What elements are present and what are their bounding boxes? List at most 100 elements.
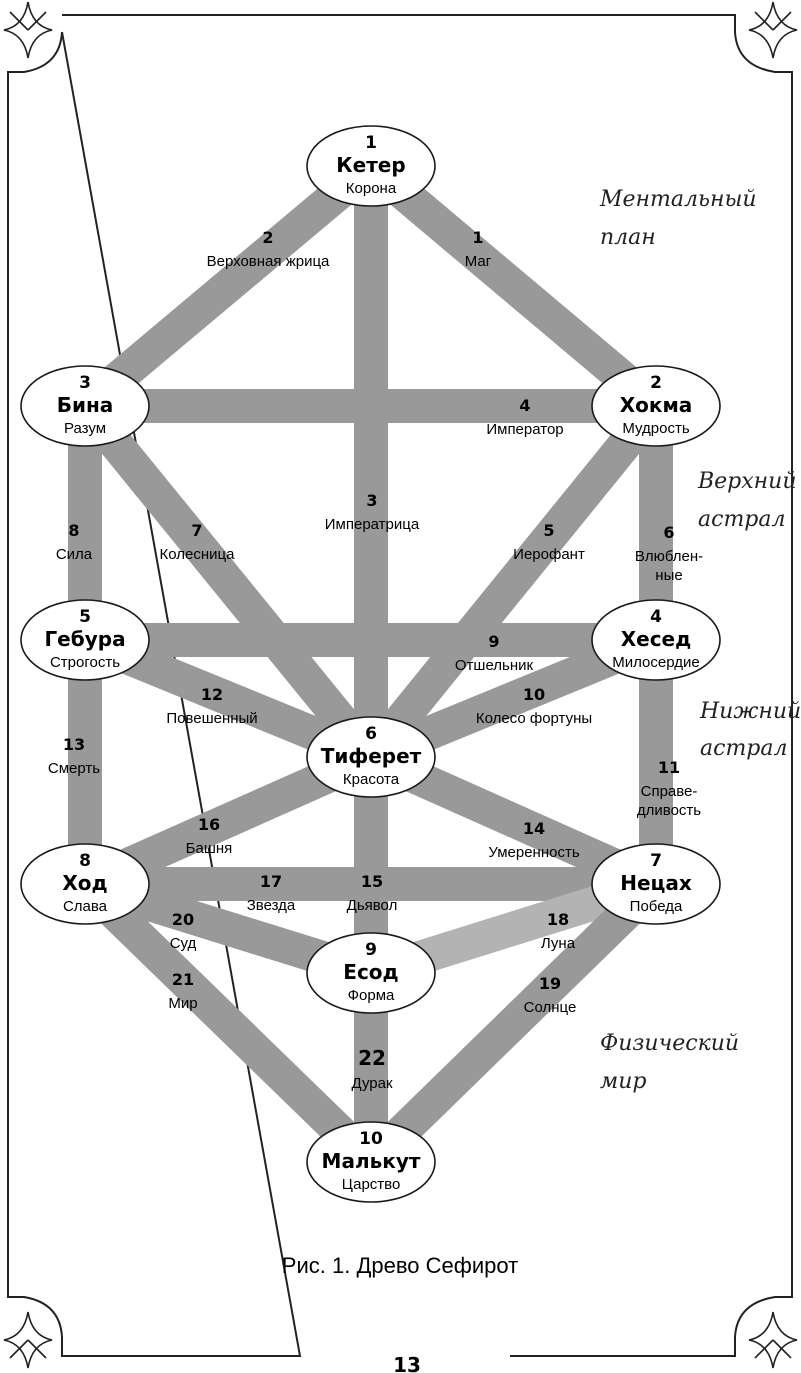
- sephira-name: Хокма: [620, 393, 693, 417]
- path-band-5: [357, 395, 670, 768]
- sephira-ellipse: [306, 125, 436, 207]
- tarot-arcana-name-cont: ные: [655, 567, 682, 584]
- sephira-meaning: Форма: [348, 987, 395, 1004]
- path-number: 5: [543, 521, 554, 540]
- path-band-1: [360, 152, 667, 420]
- path-number: 19: [539, 974, 561, 993]
- plane-physical-line2: мир: [600, 1069, 647, 1094]
- sephira-meaning: Строгость: [50, 654, 120, 671]
- sephira-ellipse: [20, 599, 150, 681]
- sephira-number: 8: [79, 851, 91, 871]
- sephira-meaning: Разум: [64, 420, 106, 437]
- sephira-number: 3: [79, 373, 91, 393]
- sephira-name: Есод: [343, 960, 398, 984]
- path-number: 21: [172, 970, 194, 989]
- path-number: 6: [663, 523, 674, 542]
- plane-physical-line1: Физический: [600, 1031, 739, 1056]
- tarot-arcana-name: Влюблен-: [635, 548, 703, 565]
- tarot-arcana-name: Звезда: [247, 897, 296, 914]
- page-frame: [7, 14, 793, 1357]
- sephira-meaning: Царство: [342, 1176, 401, 1193]
- path-number: 22: [358, 1046, 386, 1070]
- sephira-number: 1: [365, 133, 377, 153]
- path-number: 13: [63, 735, 85, 754]
- plane-lower-astral-line1: Нижний: [699, 699, 801, 724]
- sephira-name: Гебура: [44, 627, 125, 651]
- path-number: 8: [68, 521, 79, 540]
- figure-caption: Рис. 1. Древо Сефирот: [282, 1253, 518, 1278]
- path-number: 16: [198, 815, 220, 834]
- corner-ornament: [3, 1311, 53, 1369]
- path-number: 10: [523, 685, 545, 704]
- sephira-name: Хесед: [621, 627, 692, 651]
- path-number: 20: [172, 910, 194, 929]
- sephira-meaning: Победа: [630, 898, 683, 915]
- tarot-arcana-name: Смерть: [48, 760, 100, 777]
- tarot-arcana-name: Суд: [170, 935, 197, 952]
- plane-mental-line1: Ментальный: [599, 187, 757, 212]
- path-number: 4: [519, 396, 530, 415]
- sephira-meaning: Красота: [343, 771, 400, 788]
- sephira-ellipse: [591, 843, 721, 925]
- sephira-number: 7: [650, 851, 662, 871]
- sephira-name: Бина: [57, 393, 114, 417]
- tarot-arcana-name: Колесница: [160, 546, 236, 563]
- sephira-name: Ход: [62, 871, 107, 895]
- path-number: 3: [366, 491, 377, 510]
- corner-ornament: [3, 1, 53, 59]
- path-band-2: [74, 152, 382, 420]
- path-number: 2: [262, 228, 273, 247]
- tarot-arcana-name: Сила: [56, 546, 93, 563]
- sephira-name: Нецах: [620, 871, 692, 895]
- tarot-arcana-name: Луна: [541, 935, 576, 952]
- plane-lower-astral-line2: астрал: [700, 736, 788, 761]
- sephira-ellipse: [591, 599, 721, 681]
- tarot-arcana-name: Император: [486, 421, 563, 438]
- sephira-ellipse: [306, 932, 436, 1014]
- tarot-arcana-name: Иерофант: [513, 546, 585, 563]
- sephira-number: 9: [365, 940, 377, 960]
- sephira-name: Кетер: [336, 153, 405, 177]
- sephira-name: Тиферет: [321, 744, 422, 768]
- sephira-ellipse: [20, 843, 150, 925]
- sephira-name: Малькут: [322, 1149, 421, 1173]
- tarot-arcana-name: Отшельник: [455, 657, 534, 674]
- path-number: 1: [472, 228, 483, 247]
- sephira-meaning: Слава: [63, 898, 108, 915]
- path-number: 9: [488, 632, 499, 651]
- tarot-arcana-name: Дурак: [351, 1075, 393, 1092]
- plane-labels: Ментальный план Верхний астрал Нижний ас…: [599, 187, 801, 1094]
- tarot-arcana-name: Справе-: [641, 783, 698, 800]
- tarot-arcana-name: Колесо фортуны: [476, 710, 592, 727]
- path-band-21: [73, 871, 383, 1175]
- corner-ornament: [748, 1, 798, 59]
- plane-mental-line2: план: [600, 225, 656, 250]
- plane-upper-astral-line1: Верхний: [697, 469, 797, 494]
- sephira-number: 10: [359, 1129, 383, 1149]
